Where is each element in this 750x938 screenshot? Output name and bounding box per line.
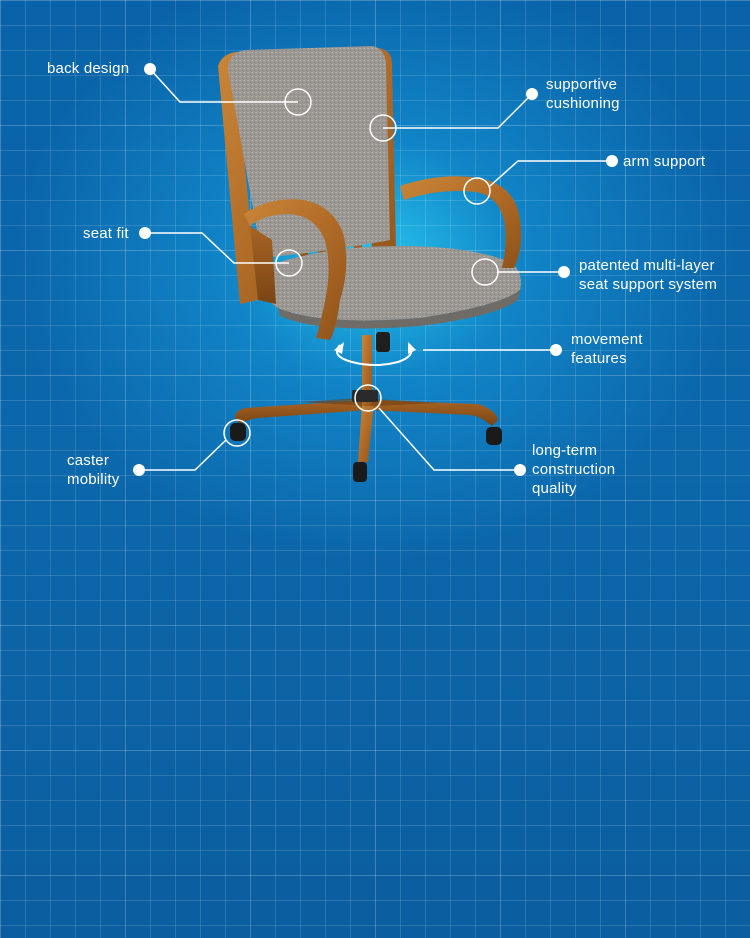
back-cushion: [228, 46, 390, 258]
chair-base: [235, 398, 498, 462]
callout-caster-mobility-line-2: mobility: [67, 471, 120, 488]
chair: [218, 46, 522, 482]
callout-lines: [139, 68, 612, 471]
callout-arm-support-line-1: arm support: [623, 153, 706, 170]
callout-construction-quality-line-1: long-term: [532, 442, 598, 459]
callout-construction-quality-line-3: quality: [532, 480, 577, 497]
callout-caster-mobility-line-1: caster: [67, 452, 110, 469]
callout-arm-support: arm support: [623, 152, 705, 171]
callout-seat-support-system-line-2: seat support system: [579, 276, 718, 293]
callout-supportive-cushioning-line-2: cushioning: [546, 95, 620, 112]
callout-seat-fit-line-1: seat fit: [83, 225, 129, 242]
chair-column: [362, 335, 372, 405]
callout-supportive-cushioning-line-1: supportive: [546, 76, 618, 93]
callout-caster-mobility: caster mobility: [67, 451, 119, 489]
callout-back-design-line-1: back design: [47, 60, 130, 77]
left-armrest: [244, 199, 347, 340]
callout-movement-features-line-2: features: [571, 350, 627, 367]
callout-seat-support-system: patented multi-layer seat support system: [579, 256, 717, 294]
callout-dots: [133, 63, 618, 476]
caster-wheels: [230, 423, 502, 482]
callout-supportive-cushioning: supportive cushioning: [546, 75, 620, 113]
callout-construction-quality: long-term construction quality: [532, 441, 615, 498]
right-armrest: [400, 176, 522, 268]
tilt-knob: [376, 332, 390, 352]
callout-back-design: back design: [47, 59, 129, 78]
callout-seat-fit: seat fit: [83, 224, 129, 243]
callout-construction-quality-line-2: construction: [532, 461, 616, 478]
callout-seat-support-system-line-1: patented multi-layer: [579, 257, 715, 274]
callout-movement-features: movement features: [571, 330, 643, 368]
callout-movement-features-line-1: movement: [571, 331, 643, 348]
